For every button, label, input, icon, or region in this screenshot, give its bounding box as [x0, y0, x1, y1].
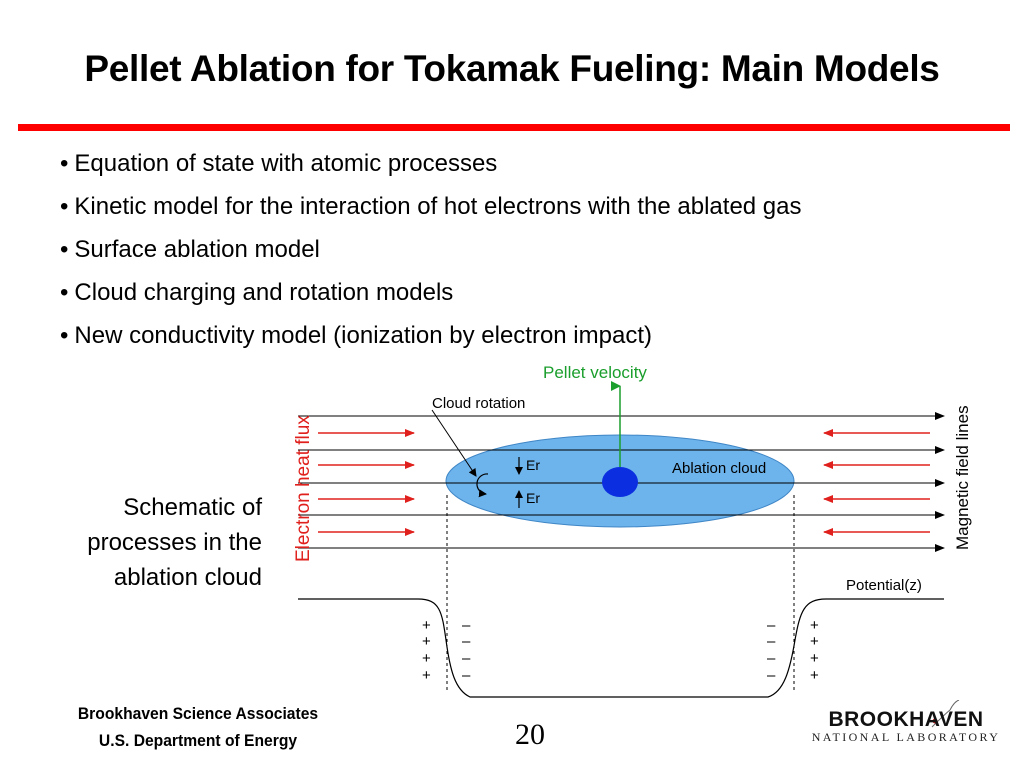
er-label-bottom: Er: [526, 490, 540, 506]
footer-org-line: U.S. Department of Energy: [98, 731, 298, 750]
electron-heat-flux-label: Electron heat flux: [293, 415, 314, 562]
cloud-rotation-pointer: [431, 409, 477, 477]
footer-organization: Brookhaven Science Associates U.S. Depar…: [43, 700, 352, 754]
ablation-cloud-label: Ablation cloud: [672, 460, 766, 477]
logo-subtitle: NATIONAL LABORATORY: [811, 730, 1001, 744]
charge-markers-left: + + + + – – – –: [422, 617, 471, 684]
diagram-caption: Schematic of processes in the ablation c…: [42, 490, 262, 595]
brookhaven-logo: BROOKHAVEN NATIONAL LABORATORY: [804, 700, 1008, 750]
title-divider: [18, 124, 1010, 131]
plus-sign: +: [810, 650, 819, 667]
logo-swoosh-icon: [931, 700, 960, 728]
plus-sign: +: [422, 667, 431, 684]
plus-sign: +: [422, 633, 431, 650]
bullet-symbol: •: [60, 322, 69, 349]
minus-sign: –: [767, 633, 776, 650]
footer-org-line: Brookhaven Science Associates: [77, 704, 319, 723]
bullet-item: •New conductivity model (ionization by e…: [60, 318, 802, 361]
charge-markers-right: – – – – + + + +: [767, 617, 819, 684]
plus-sign: +: [810, 633, 819, 650]
bullet-item: •Equation of state with atomic processes: [60, 146, 802, 189]
bullet-symbol: •: [60, 279, 69, 306]
bullet-text: New conductivity model (ionization by el…: [74, 322, 652, 349]
heat-flux-arrows-left: [318, 429, 415, 536]
potential-label: Potential(z): [846, 577, 922, 594]
er-label-top: Er: [526, 457, 540, 473]
plus-sign: +: [422, 650, 431, 667]
minus-sign: –: [462, 617, 471, 634]
cloud-boundary-guides: [446, 495, 795, 690]
caption-line: ablation cloud: [113, 564, 262, 591]
bullet-item: •Surface ablation model: [60, 232, 802, 275]
pellet-shape: [602, 467, 638, 497]
magnetic-field-lines-label: Magnetic field lines: [953, 405, 972, 550]
plus-sign: +: [422, 617, 431, 634]
bullet-symbol: •: [60, 150, 69, 177]
bullet-symbol: •: [60, 193, 69, 220]
page-number: 20: [515, 718, 545, 751]
minus-sign: –: [767, 650, 776, 667]
minus-sign: –: [462, 650, 471, 667]
minus-sign: –: [767, 667, 776, 684]
caption-line: Schematic of: [123, 494, 262, 521]
logo-wordmark: BROOKHAVEN: [828, 708, 984, 731]
bullet-item: •Kinetic model for the interaction of ho…: [60, 189, 802, 232]
plus-sign: +: [810, 617, 819, 634]
heat-flux-arrows-right: [823, 429, 930, 536]
bullet-text: Equation of state with atomic processes: [74, 150, 498, 177]
bullet-text: Kinetic model for the interaction of hot…: [74, 193, 802, 220]
bullet-symbol: •: [60, 236, 69, 263]
caption-line: processes in the: [87, 529, 262, 556]
minus-sign: –: [767, 617, 776, 634]
potential-curve: [298, 598, 944, 698]
bullet-item: •Cloud charging and rotation models: [60, 275, 802, 318]
slide-title: Pellet Ablation for Tokamak Fueling: Mai…: [84, 48, 940, 89]
rotation-icon: [476, 473, 489, 498]
pellet-velocity-label: Pellet velocity: [543, 363, 647, 382]
plus-sign: +: [810, 667, 819, 684]
cloud-rotation-label: Cloud rotation: [432, 395, 525, 412]
minus-sign: –: [462, 633, 471, 650]
minus-sign: –: [462, 667, 471, 684]
bullet-list: •Equation of state with atomic processes…: [60, 146, 802, 361]
bullet-text: Surface ablation model: [74, 236, 320, 263]
bullet-text: Cloud charging and rotation models: [74, 279, 454, 306]
